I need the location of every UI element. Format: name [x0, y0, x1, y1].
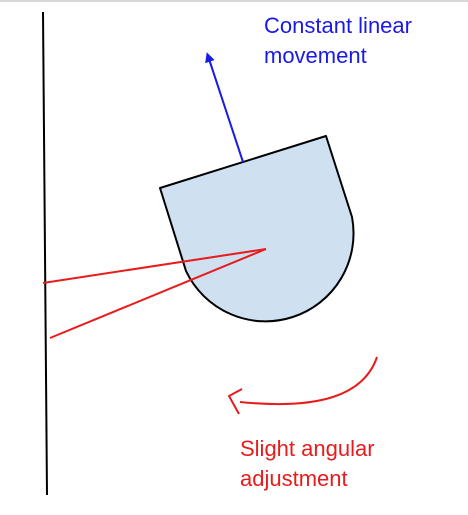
rotation-arrow	[239, 356, 378, 406]
angular-adjustment-label: Slight angular adjustment	[240, 434, 375, 494]
sensor-ray-upper	[42, 248, 267, 284]
robot-body	[159, 135, 355, 323]
top-border	[0, 0, 468, 2]
angular-adjustment-label-line1: Slight angular	[240, 436, 375, 461]
direction-arrow	[205, 52, 244, 163]
linear-movement-label-line1: Constant linear	[264, 13, 412, 38]
rotation-arrowhead	[228, 388, 243, 415]
sensor-ray-lower	[49, 248, 267, 339]
linear-movement-label-line2: movement	[264, 43, 367, 68]
angular-adjustment-label-line2: adjustment	[240, 466, 348, 491]
wall-line	[42, 11, 48, 496]
linear-movement-label: Constant linear movement	[264, 11, 412, 71]
